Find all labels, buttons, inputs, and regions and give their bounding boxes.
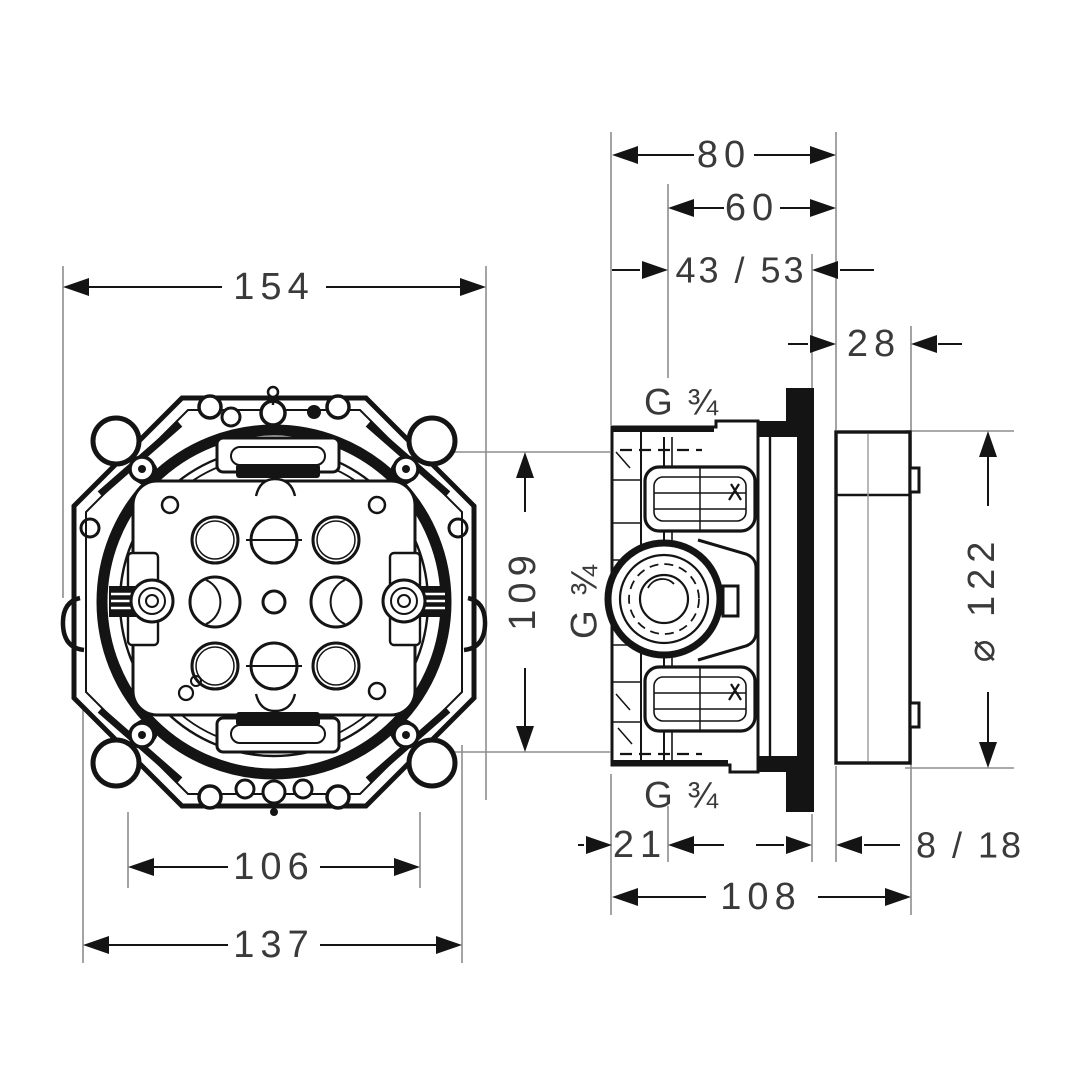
mounting-plate (758, 388, 814, 812)
arrowhead-right (436, 936, 462, 954)
dim-label-108: 108 (720, 876, 801, 918)
dim-label-8-18: 8 / 18 (916, 825, 1024, 866)
arrowhead-right (586, 836, 612, 854)
side-bolts (109, 578, 447, 624)
dimension-137: 137 (83, 924, 462, 966)
arrowhead-right (810, 199, 836, 217)
dim-label-21: 21 (613, 824, 667, 866)
arrowhead-right (642, 261, 668, 279)
arrowhead-left (911, 335, 937, 353)
arrowhead-left (836, 836, 862, 854)
dimension-106: 106 (128, 846, 420, 888)
dim-label-137: 137 (233, 924, 314, 966)
dimension-28: 28 (788, 323, 962, 365)
dim-label-80: 80 (697, 134, 751, 176)
arrowhead-up (516, 452, 534, 478)
flange-screws (128, 385, 420, 816)
thread-labels: G ¾ G ¾ G ¾ (564, 382, 720, 816)
dim-label-106: 106 (233, 846, 314, 888)
dimension-154: 154 (63, 266, 486, 308)
dimension-21: 21 (578, 824, 724, 866)
pipe-ports (643, 465, 757, 733)
arrowhead-right (810, 335, 836, 353)
side-view (604, 388, 921, 812)
thread-label-top: G ¾ (644, 382, 720, 423)
clamp-bridges (215, 436, 341, 754)
dim-label-43-53: 43 / 53 (675, 250, 806, 291)
arrowhead-down (979, 742, 997, 768)
arrowhead-right (786, 836, 812, 854)
dim-label-28: 28 (847, 323, 901, 365)
arrowhead-left (63, 278, 89, 296)
dimension-8-18: 8 / 18 (756, 825, 1024, 866)
arrowhead-left (612, 888, 638, 906)
arrowhead-left (812, 261, 838, 279)
side-hooks (60, 517, 488, 653)
dim-label-154: 154 (233, 266, 314, 308)
side-outlet (604, 538, 758, 662)
dim-label-diameter-122: ⌀ 122 (961, 536, 1003, 663)
dimension-60: 60 (668, 187, 836, 229)
dimension-109: 109 (502, 452, 544, 752)
hole-pattern (188, 515, 363, 691)
dimension-80: 80 (612, 134, 836, 176)
arrowhead-right (885, 888, 911, 906)
arrowhead-down (516, 726, 534, 752)
arrowhead-right (394, 858, 420, 876)
dim-label-60: 60 (725, 187, 779, 229)
front-view (60, 385, 488, 816)
arrowhead-left (128, 858, 154, 876)
thread-label-side: G ¾ (564, 563, 605, 639)
arrowhead-left (668, 836, 694, 854)
arrowhead-right (810, 146, 836, 164)
arrowhead-left (83, 936, 109, 954)
arrowhead-left (668, 199, 694, 217)
dimension-108: 108 (612, 876, 911, 918)
dimension-diameter-122: ⌀ 122 (961, 431, 1003, 768)
arrowhead-up (979, 431, 997, 457)
dimension-43-53: 43 / 53 (612, 250, 874, 291)
arrowhead-left (612, 146, 638, 164)
plaster-housing (834, 430, 921, 765)
thread-label-bottom: G ¾ (644, 775, 720, 816)
arrowhead-right (460, 278, 486, 296)
dim-label-109: 109 (502, 549, 544, 630)
